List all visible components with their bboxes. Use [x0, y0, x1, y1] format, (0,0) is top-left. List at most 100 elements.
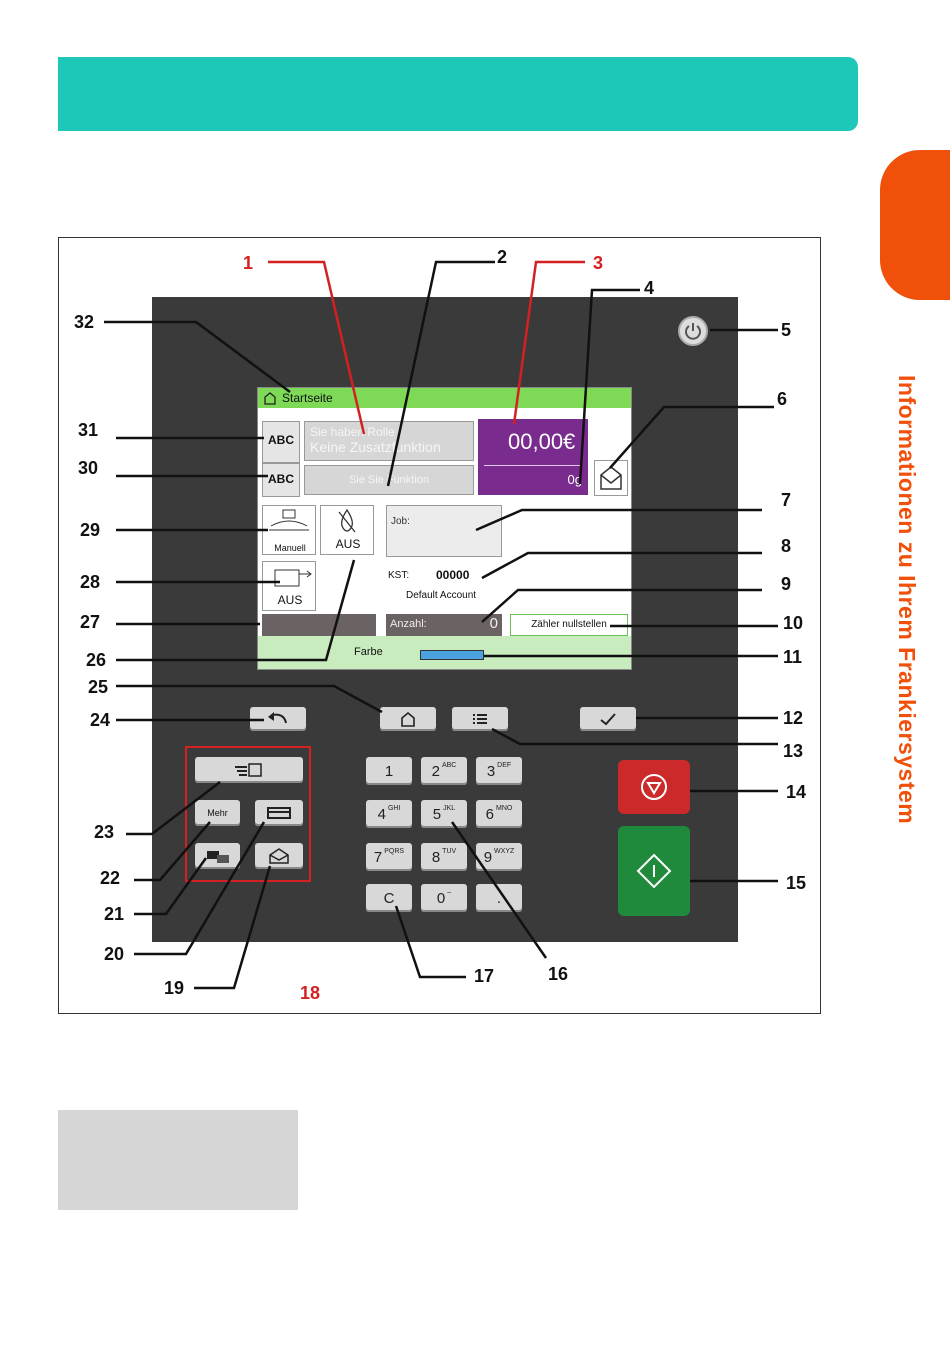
callout-3: 3	[593, 253, 604, 273]
count-value: 0	[489, 615, 498, 632]
screen-footer: Farbe	[258, 636, 631, 669]
key-number: 9	[483, 848, 493, 866]
job-field[interactable]: Job:	[386, 505, 502, 557]
key-number: 1	[384, 762, 394, 780]
screen-title: Startseite	[282, 391, 333, 405]
back-arrow-icon	[268, 712, 287, 724]
count-label: Anzahl:	[390, 618, 427, 630]
power-button[interactable]	[678, 316, 708, 346]
feeder-off-label: AUS	[277, 593, 303, 607]
key-letters: MNO	[496, 805, 513, 812]
feeder-icon	[274, 569, 312, 587]
key-letters: WXYZ	[494, 848, 515, 855]
callout-22: 22	[100, 868, 121, 888]
menu-button[interactable]	[452, 707, 508, 731]
info-line-2: Keine Zusatzfunktion	[310, 439, 441, 455]
section-header-bar	[58, 57, 858, 131]
key-letters: DEF	[497, 762, 512, 769]
envelope-mode-button[interactable]	[255, 843, 303, 869]
callout-23: 23	[94, 822, 115, 842]
key-number: 5	[432, 805, 442, 823]
start-button[interactable]	[618, 826, 690, 916]
key-number: 3	[486, 762, 496, 780]
callout-27: 27	[80, 612, 101, 632]
key-number: C	[383, 889, 395, 907]
callout-16: 16	[548, 964, 569, 984]
callout-29: 29	[80, 520, 101, 540]
postage-display: 00,00€ 0g	[478, 419, 588, 495]
callout-5: 5	[781, 320, 792, 340]
blank-field	[262, 614, 376, 636]
home-button[interactable]	[380, 707, 436, 731]
start-icon	[636, 853, 672, 889]
color-level-bar	[420, 650, 484, 660]
card-icon	[267, 807, 291, 819]
callout-1: 1	[243, 253, 254, 273]
key-c[interactable]: C	[366, 884, 412, 912]
key-number: 6	[485, 805, 494, 823]
callout-9: 9	[781, 574, 792, 594]
callout-6: 6	[777, 389, 788, 409]
count-field: Anzahl: 0	[386, 614, 502, 636]
screen-header: Startseite	[258, 388, 631, 408]
callout-15: 15	[786, 873, 807, 893]
ink-drop-icon	[338, 508, 356, 533]
callout-32: 32	[74, 312, 95, 332]
callout-21: 21	[104, 904, 125, 924]
stop-button[interactable]	[618, 760, 690, 814]
key-letters: ABC	[441, 762, 457, 769]
feeder-off-button[interactable]: AUS	[262, 561, 316, 611]
postage-divider	[484, 465, 582, 466]
key-letters: PQRS	[384, 848, 405, 855]
abc-icon-2[interactable]: ABC	[262, 463, 300, 497]
note-box	[58, 1110, 298, 1210]
key-letters: –	[447, 889, 452, 896]
back-button[interactable]	[250, 707, 306, 731]
home-icon	[264, 392, 276, 405]
key-1[interactable]: 1	[366, 757, 412, 785]
letter-feed-icon	[235, 763, 262, 777]
info-line-1: Sie haben Rolle	[310, 425, 395, 439]
ink-off-label: AUS	[335, 537, 361, 551]
callout-10: 10	[783, 613, 804, 633]
feed-letter-button[interactable]	[195, 757, 303, 783]
touch-screen: Startseite ABC ABC Sie haben Rolle Keine…	[257, 387, 632, 670]
key-number: 7	[373, 848, 383, 866]
postage-weight: 0g	[567, 472, 582, 487]
callout-24: 24	[90, 710, 111, 730]
key-number: 0	[436, 889, 446, 907]
account-field[interactable]: KST: 00000 Default Account	[386, 562, 502, 604]
key-0[interactable]: 0–	[421, 884, 467, 912]
info-field-1[interactable]: Sie haben Rolle Keine Zusatzfunktion	[304, 421, 474, 461]
callout-20: 20	[104, 944, 125, 964]
mail-stack-icon	[206, 851, 229, 863]
ink-off-button[interactable]: AUS	[320, 505, 374, 555]
kst-label: KST:	[388, 570, 410, 581]
ok-button[interactable]	[580, 707, 636, 731]
power-icon	[685, 323, 701, 340]
key-number: 8	[431, 848, 441, 866]
callout-2: 2	[497, 247, 508, 267]
abc-icon-1[interactable]: ABC	[262, 421, 300, 463]
callout-14: 14	[786, 782, 807, 802]
check-icon	[600, 713, 616, 726]
callout-28: 28	[80, 572, 101, 592]
callout-4: 4	[644, 278, 655, 298]
callout-26: 26	[86, 650, 107, 670]
manual-label: Manuell	[274, 543, 306, 553]
mehr-button[interactable]: Mehr	[195, 800, 240, 826]
key-number: .	[496, 889, 502, 907]
function-key-group	[185, 746, 311, 882]
callout-18: 18	[300, 983, 321, 1003]
stop-icon	[641, 774, 667, 800]
figure-frame	[58, 237, 821, 1014]
callout-31: 31	[78, 420, 99, 440]
